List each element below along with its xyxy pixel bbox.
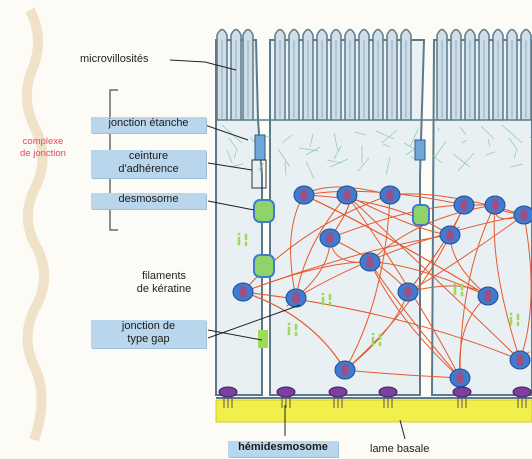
label-hemidesmosome: hémidesmosome — [228, 441, 338, 457]
desmosome-core — [516, 354, 524, 366]
hemidesmosome-plaque — [277, 387, 295, 397]
desmosome-core — [300, 189, 308, 201]
label-jonction-gap: jonction de type gap — [91, 320, 206, 348]
complexe-line2: de jonction — [8, 148, 78, 160]
gap-particle — [288, 327, 291, 330]
desmosome-core — [326, 232, 334, 244]
desmosome-core — [292, 292, 300, 304]
gap-particle — [372, 333, 375, 336]
complexe-line1: complexe — [8, 136, 78, 148]
label-ceinture-adherence: ceinture d'adhérence — [91, 150, 206, 178]
label-desmosome: desmosome — [91, 193, 206, 209]
desmosome-core — [341, 364, 349, 376]
label-lame-basale: lame basale — [370, 443, 429, 456]
hemidesmosome-plaque — [513, 387, 531, 397]
gap-particle — [510, 317, 513, 320]
gap-particle — [288, 323, 291, 326]
gap-line2: type gap — [91, 333, 206, 346]
desmosome-core — [446, 229, 454, 241]
gap-particle — [454, 283, 457, 286]
gap-particle — [372, 337, 375, 340]
desmosome-core — [456, 372, 464, 384]
desmosome-core — [491, 199, 499, 211]
desmosome-core — [484, 290, 492, 302]
desmosome-core — [460, 199, 468, 211]
hemidesmosome-plaque — [329, 387, 347, 397]
gap-particle — [295, 324, 298, 327]
gap-particle — [238, 237, 241, 240]
desmosome-core — [520, 209, 528, 221]
microvilli — [216, 30, 532, 121]
label-filaments-keratine: filaments de kératine — [124, 270, 204, 296]
decorative-border — [27, 10, 44, 440]
desmosome-core — [343, 189, 351, 201]
ceinture-line1: ceinture — [91, 150, 206, 163]
gap-particle — [245, 242, 248, 245]
filaments-line2: de kératine — [124, 283, 204, 296]
gap-particle — [517, 322, 520, 325]
desmosome-core — [404, 286, 412, 298]
gap-particle — [379, 342, 382, 345]
hemidesmosome-plaque — [379, 387, 397, 397]
gap-particle — [329, 302, 332, 305]
gap-particle — [379, 334, 382, 337]
hemidesmosome-plaque — [453, 387, 471, 397]
label-jonction-etanche: jonction étanche — [91, 117, 206, 133]
desmosome-core — [239, 286, 247, 298]
basal-lamina — [216, 398, 532, 422]
label-complexe-jonction: complexe de jonction — [8, 136, 78, 160]
ceinture-line2: d'adhérence — [91, 163, 206, 176]
desmosome-core — [386, 189, 394, 201]
gap-particle — [454, 287, 457, 290]
gap-particle — [461, 284, 464, 287]
gap-particle — [322, 293, 325, 296]
gap-particle — [461, 292, 464, 295]
hemidesmosome-plaque — [219, 387, 237, 397]
gap-particle — [295, 332, 298, 335]
gap-line1: jonction de — [91, 320, 206, 333]
gap-particle — [517, 314, 520, 317]
gap-particle — [245, 234, 248, 237]
desmosome-core — [366, 256, 374, 268]
gap-particle — [329, 294, 332, 297]
gap-particle — [510, 313, 513, 316]
label-microvillosites: microvillosités — [80, 53, 148, 66]
gap-particle — [322, 297, 325, 300]
gap-particle — [238, 233, 241, 236]
filaments-line1: filaments — [124, 270, 204, 283]
